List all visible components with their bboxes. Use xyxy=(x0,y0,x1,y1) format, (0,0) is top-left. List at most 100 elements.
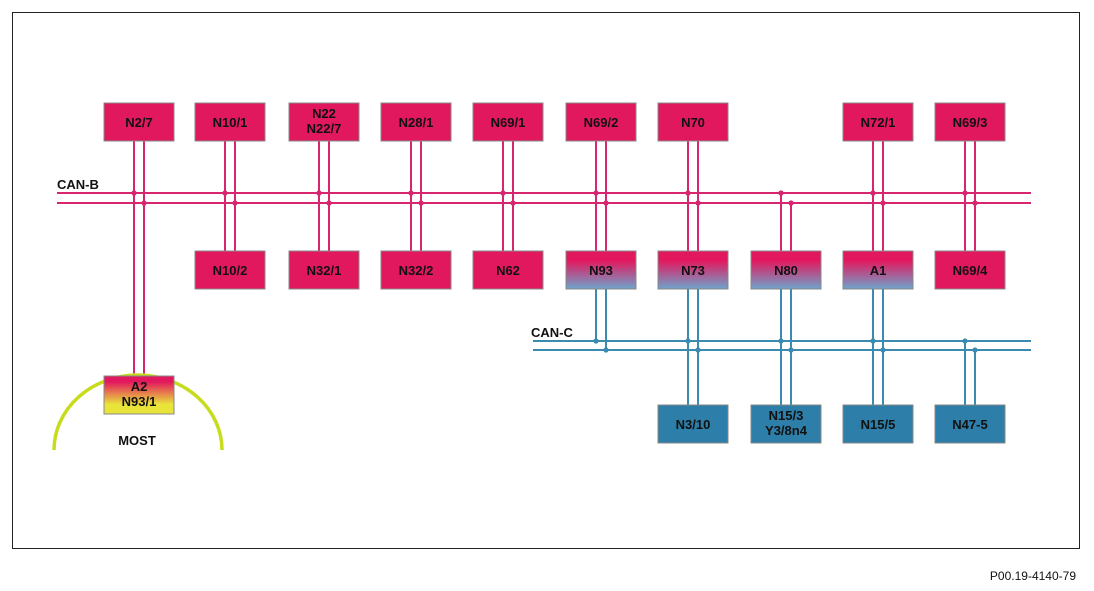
module-n69-2: N69/2 xyxy=(565,102,637,142)
bus-junction-dot xyxy=(962,190,968,196)
module-n32-2-label: N32/2 xyxy=(399,263,434,278)
bus-junction-dot xyxy=(500,190,506,196)
bus-junction-dot xyxy=(510,200,516,206)
module-n62-label: N62 xyxy=(496,263,520,278)
module-n69-2-rect xyxy=(565,102,637,142)
module-n15-3-rect xyxy=(750,404,822,444)
module-n22-label: N22 xyxy=(312,106,336,121)
module-n28-1-rect xyxy=(380,102,452,142)
module-n28-1-label: N28/1 xyxy=(399,115,434,130)
bus-junction-dot xyxy=(316,190,322,196)
module-n69-3-rect xyxy=(934,102,1006,142)
module-n15-5-label: N15/5 xyxy=(861,417,896,432)
module-n15-3: N15/3Y3/8n4 xyxy=(750,404,822,444)
module-a2-rect xyxy=(103,375,175,415)
bus-junction-dot xyxy=(880,347,886,353)
module-n93: N93 xyxy=(565,250,637,290)
bus-junction-dot xyxy=(778,190,784,196)
module-n32-2: N32/2 xyxy=(380,250,452,290)
module-n10-2-rect xyxy=(194,250,266,290)
bus-junction-dot xyxy=(593,190,599,196)
bus-junction-dot xyxy=(603,347,609,353)
bus-junction-dot xyxy=(695,347,701,353)
module-n69-3-label: N69/3 xyxy=(953,115,988,130)
module-n69-1-label: N69/1 xyxy=(491,115,526,130)
module-n10-2-label: N10/2 xyxy=(213,263,248,278)
module-n3-10: N3/10 xyxy=(657,404,729,444)
module-n10-1: N10/1 xyxy=(194,102,266,142)
module-n69-3: N69/3 xyxy=(934,102,1006,142)
bus-junction-dot xyxy=(685,338,691,344)
module-n73-rect xyxy=(657,250,729,290)
bus-junction-dot xyxy=(408,190,414,196)
bus-junction-dot xyxy=(141,200,147,206)
bus-junction-dot xyxy=(418,200,424,206)
module-n47-5-label: N47-5 xyxy=(952,417,987,432)
module-n3-10-label: N3/10 xyxy=(676,417,711,432)
bus-junction-dot xyxy=(222,190,228,196)
module-a1: A1 xyxy=(842,250,914,290)
bus-junction-dot xyxy=(326,200,332,206)
module-n70-rect xyxy=(657,102,729,142)
module-a2-label: N93/1 xyxy=(122,394,157,409)
module-n10-1-rect xyxy=(194,102,266,142)
module-n15-3-label: N15/3 xyxy=(769,408,804,423)
bus-junction-dot xyxy=(870,338,876,344)
module-n69-4-rect xyxy=(934,250,1006,290)
module-n15-5: N15/5 xyxy=(842,404,914,444)
module-n62: N62 xyxy=(472,250,544,290)
bus-junction-dot xyxy=(962,338,968,344)
module-n73: N73 xyxy=(657,250,729,290)
bus-junction-dot xyxy=(788,347,794,353)
module-n2-7: N2/7 xyxy=(103,102,175,142)
most-label: MOST xyxy=(118,433,156,448)
bus-junction-dot xyxy=(593,338,599,344)
bus-junction-dot xyxy=(788,200,794,206)
can-c-label: CAN-C xyxy=(531,325,573,340)
bus-junction-dot xyxy=(972,347,978,353)
module-n69-2-label: N69/2 xyxy=(584,115,619,130)
module-n93-label: N93 xyxy=(589,263,613,278)
module-n62-rect xyxy=(472,250,544,290)
module-n72-1-label: N72/1 xyxy=(861,115,896,130)
module-n72-1: N72/1 xyxy=(842,102,914,142)
module-n69-1-rect xyxy=(472,102,544,142)
module-n22-rect xyxy=(288,102,360,142)
bus-junction-dot xyxy=(131,190,137,196)
module-n28-1: N28/1 xyxy=(380,102,452,142)
module-n69-4-label: N69/4 xyxy=(953,263,988,278)
bus-junction-dot xyxy=(232,200,238,206)
bus-junction-dot xyxy=(972,200,978,206)
bus-junction-dot xyxy=(880,200,886,206)
module-n2-7-rect xyxy=(103,102,175,142)
module-n69-1: N69/1 xyxy=(472,102,544,142)
module-a2-label: A2 xyxy=(131,379,148,394)
figure-code: P00.19-4140-79 xyxy=(989,569,1076,583)
bus-junction-dot xyxy=(778,338,784,344)
module-n10-1-label: N10/1 xyxy=(213,115,248,130)
module-n22-label: N22/7 xyxy=(307,121,342,136)
bus-junction-dot xyxy=(870,190,876,196)
diagram-frame xyxy=(12,12,1080,549)
bus-junction-dot xyxy=(695,200,701,206)
module-n69-4: N69/4 xyxy=(934,250,1006,290)
module-n10-2: N10/2 xyxy=(194,250,266,290)
module-n32-2-rect xyxy=(380,250,452,290)
bus-junction-dot xyxy=(603,200,609,206)
module-n47-5: N47-5 xyxy=(934,404,1006,444)
module-n70: N70 xyxy=(657,102,729,142)
module-n72-1-rect xyxy=(842,102,914,142)
module-n93-rect xyxy=(565,250,637,290)
module-n32-1: N32/1 xyxy=(288,250,360,290)
module-n15-5-rect xyxy=(842,404,914,444)
module-n32-1-label: N32/1 xyxy=(307,263,342,278)
most-ring-arc xyxy=(52,373,224,451)
can-b-label: CAN-B xyxy=(57,177,99,192)
bus-junction-dot xyxy=(685,190,691,196)
module-n47-5-rect xyxy=(934,404,1006,444)
module-n73-label: N73 xyxy=(681,263,705,278)
module-n80-rect xyxy=(750,250,822,290)
module-n70-label: N70 xyxy=(681,115,705,130)
